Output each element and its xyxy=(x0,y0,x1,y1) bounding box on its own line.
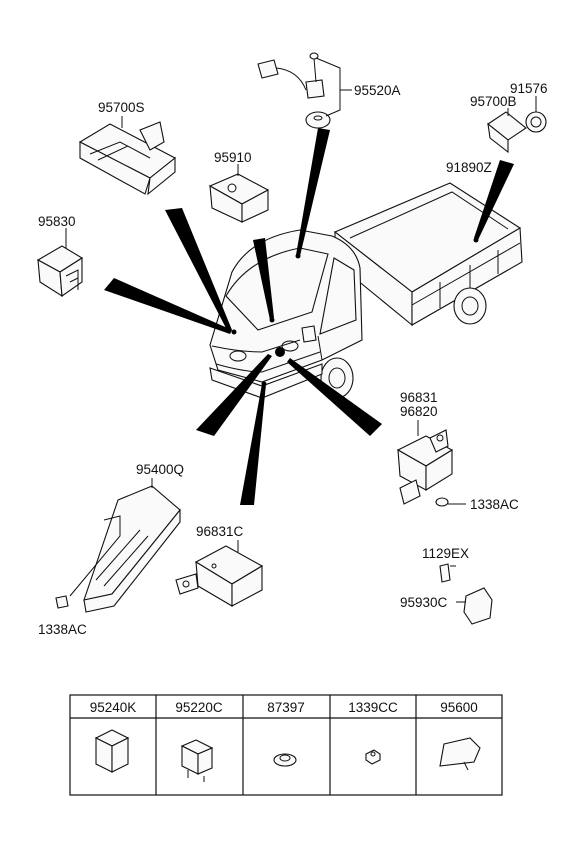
table-header-5: 95600 xyxy=(440,700,478,715)
callout-95930C: 95930C xyxy=(400,595,448,610)
part-96831-drawing xyxy=(396,420,466,507)
callout-91890Z: 91890Z xyxy=(446,160,492,175)
pointer-wedges xyxy=(104,128,514,505)
callout-95910: 95910 xyxy=(214,150,252,165)
callout-1338AC-left: 1338AC xyxy=(38,622,87,637)
part-95520A-drawing xyxy=(257,52,352,129)
callout-96831C: 96831C xyxy=(196,524,244,539)
part-96831C-drawing xyxy=(175,540,264,607)
part-95700S-drawing xyxy=(78,116,177,196)
table-header-3: 87397 xyxy=(267,700,305,715)
callout-1129EX: 1129EX xyxy=(422,546,469,561)
callout-1338AC-right: 1338AC xyxy=(470,497,519,512)
callout-95830: 95830 xyxy=(38,214,76,229)
table-header-4: 1339CC xyxy=(348,700,398,715)
table-header-2: 95220C xyxy=(175,700,223,715)
callout-95400Q: 95400Q xyxy=(136,462,184,477)
part-95910-drawing xyxy=(208,164,270,223)
part-95930C-drawing xyxy=(439,563,493,625)
table-part-1339CC xyxy=(365,749,381,765)
part-95700B-drawing xyxy=(487,96,547,154)
part-95400Q-drawing xyxy=(55,478,181,613)
callout-95700B: 95700B xyxy=(470,94,517,109)
table-part-87397 xyxy=(273,753,297,767)
callout-95700S: 95700S xyxy=(98,100,145,115)
callout-labels: 95700S 95910 95520A 91576 95700B 91890Z … xyxy=(38,81,548,637)
table-header-1: 95240K xyxy=(90,700,137,715)
parts-table: 95240K 95220C 87397 1339CC 95600 xyxy=(69,694,503,796)
callout-96831: 96831 xyxy=(400,390,438,405)
truck-illustration xyxy=(209,182,523,399)
callout-91576: 91576 xyxy=(510,81,548,96)
table-part-95240K xyxy=(94,729,130,773)
table-part-95600 xyxy=(439,737,481,771)
part-95830-drawing xyxy=(36,228,84,298)
table-part-95220C xyxy=(180,739,214,782)
callout-96820: 96820 xyxy=(400,404,438,419)
callout-95520A: 95520A xyxy=(354,83,401,98)
